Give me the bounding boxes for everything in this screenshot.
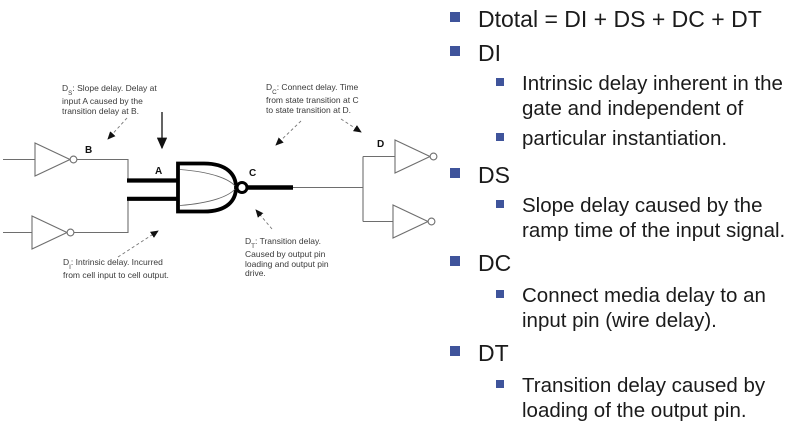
bullet-dc-sub1: Connect media delay to an input pin (wir… — [496, 283, 798, 333]
inverter-bottom-right — [392, 204, 430, 239]
annotation-di: DI: Intrinsic delay. Incurred from cell … — [63, 257, 169, 281]
bullet-di-sub1: Intrinsic delay inherent in the gate and… — [496, 71, 798, 121]
bullet-text: Intrinsic delay inherent in the gate and… — [522, 72, 783, 120]
bullet-ds: DS — [450, 161, 510, 189]
bullet-text: DC — [478, 250, 512, 276]
bullet-icon — [496, 200, 504, 208]
bullet-text: Connect media delay to an input pin (wir… — [522, 284, 766, 332]
annotation-ds-line3: transition delay at B. — [62, 105, 140, 116]
arrow-dc-to-c-icon — [275, 120, 302, 146]
annotation-dc-line3: to state transition at D. — [266, 104, 352, 115]
wires — [3, 155, 395, 234]
bullet-text: Dtotal = DI + DS + DC + DT — [478, 6, 762, 32]
bullet-icon — [450, 256, 460, 266]
pointer-arrows — [107, 112, 362, 258]
inverter-bottom-left-bubble-icon — [66, 228, 75, 237]
node-label-c: C — [249, 168, 256, 179]
inverter-bottom-right-bubble-icon — [427, 217, 436, 226]
inverter-top-left-bubble-icon — [69, 155, 78, 164]
annotation-ds-line1: DS: Slope delay. Delay at — [62, 83, 157, 97]
annotation-ds-line2: input A caused by the — [62, 96, 143, 107]
annotation-dt-line2: Caused by output pin — [245, 249, 326, 260]
bullet-text: Transition delay caused by loading of th… — [522, 374, 766, 422]
nand-output-bubble-icon — [235, 181, 249, 194]
bullet-dtotal: Dtotal = DI + DS + DC + DT — [450, 5, 762, 33]
bullet-icon — [496, 380, 504, 388]
bullet-text: DS — [478, 162, 510, 188]
annotation-dt-line4: drive. — [245, 268, 266, 279]
bullet-icon — [496, 78, 504, 86]
inverter-top-left — [34, 142, 72, 177]
wire-invbot-to-nand — [74, 198, 129, 234]
node-label-a: A — [155, 166, 162, 177]
bullet-icon — [450, 46, 460, 56]
node-label-d: D — [377, 139, 384, 150]
inverter-bottom-left — [31, 215, 69, 250]
annotation-dc-line2: from state transition at C — [266, 95, 359, 106]
bullet-text: DT — [478, 340, 509, 366]
annotation-dc: DC: Connect delay. Time from state trans… — [266, 82, 359, 115]
node-labels: B A C D — [85, 139, 384, 179]
bullet-dt-sub1: Transition delay caused by loading of th… — [496, 373, 798, 423]
annotation-dt: DT: Transition delay. Caused by output p… — [245, 236, 329, 279]
bullet-ds-sub1: Slope delay caused by the ramp time of t… — [496, 193, 798, 243]
inverter-top-right-bubble-icon — [429, 152, 438, 161]
bullet-di-sub2: particular instantiation. — [496, 126, 798, 151]
bullet-icon — [496, 133, 504, 141]
annotation-di-line1: DI: Intrinsic delay. Incurred — [63, 257, 163, 271]
bullet-di: DI — [450, 39, 501, 67]
annotation-dc-line1: DC: Connect delay. Time — [266, 82, 359, 96]
inverter-top-right — [394, 139, 432, 174]
annotation-dt-line3: loading and output pin — [245, 258, 329, 269]
node-label-b: B — [85, 145, 92, 156]
nand-inner-curve-top — [179, 169, 236, 187]
bullet-dc: DC — [450, 249, 511, 277]
bullet-text: DI — [478, 40, 501, 66]
bullet-text: Slope delay caused by the ramp time of t… — [522, 194, 786, 242]
wire-invtop-to-nand — [77, 158, 129, 181]
bullet-icon — [450, 12, 460, 22]
bullet-dt: DT — [450, 339, 509, 367]
arrow-dt-to-bubble-icon — [255, 209, 273, 230]
load-inverters — [392, 139, 438, 239]
arrow-di-to-gate-icon — [117, 230, 159, 258]
annotation-ds: DS: Slope delay. Delay at input A caused… — [62, 83, 157, 116]
bullet-icon — [450, 346, 460, 356]
nand-inner-curve-bottom — [179, 188, 236, 206]
arrow-ds-to-b-icon — [107, 117, 128, 140]
bullet-icon — [496, 290, 504, 298]
bullet-icon — [450, 168, 460, 178]
nand-gate-body — [176, 161, 238, 214]
circuit-diagram: B A C D — [3, 112, 438, 258]
annotation-dt-line1: DT: Transition delay. — [245, 236, 321, 250]
annotation-di-line2: from cell input to cell output. — [63, 270, 169, 281]
nand-gate — [176, 161, 249, 214]
nand-input-bars — [127, 178, 178, 201]
input-inverters — [31, 142, 78, 250]
arrow-dc-to-d-icon — [340, 118, 362, 133]
bullet-text: particular instantiation. — [522, 127, 728, 150]
